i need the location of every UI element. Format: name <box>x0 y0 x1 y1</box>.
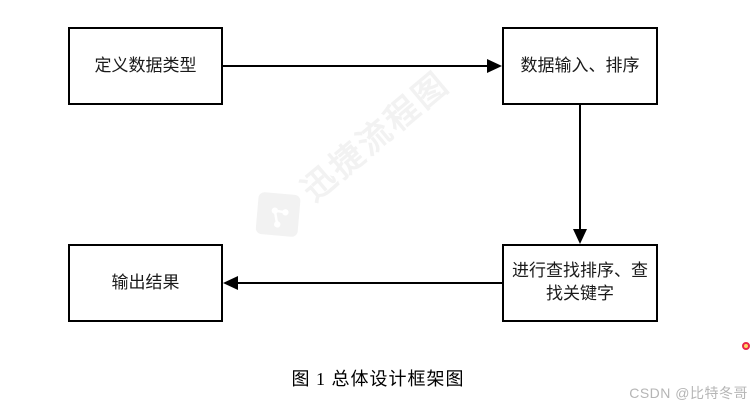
arrow-define-to-input <box>223 59 502 73</box>
figure-caption: 图 1 总体设计框架图 <box>291 369 465 389</box>
arrow-search-to-output <box>223 276 502 290</box>
box-label: 定义数据类型 <box>94 55 197 75</box>
flowchart-box-define-data-types: 定义数据类型 <box>68 27 223 105</box>
share-nodes-icon <box>255 191 301 238</box>
watermark-brand-text: 迅捷流程图 <box>294 64 457 209</box>
xunjie-brand-watermark: 迅捷流程图 <box>247 58 459 246</box>
csdn-author-watermark: CSDN @比特冬哥 <box>629 385 748 401</box>
flowchart-box-search-sort-keyword: 进行查找排序、查 找关键字 <box>502 244 658 322</box>
flowchart-box-output-result: 输出结果 <box>68 244 223 322</box>
red-marker-dot <box>742 342 750 350</box>
box-label: 进行查找排序、查 找关键字 <box>512 261 648 303</box>
box-label: 数据输入、排序 <box>520 55 640 75</box>
flowchart-box-data-input-sort: 数据输入、排序 <box>502 27 658 105</box>
box-label: 输出结果 <box>111 272 180 292</box>
arrow-input-to-search <box>573 105 587 244</box>
